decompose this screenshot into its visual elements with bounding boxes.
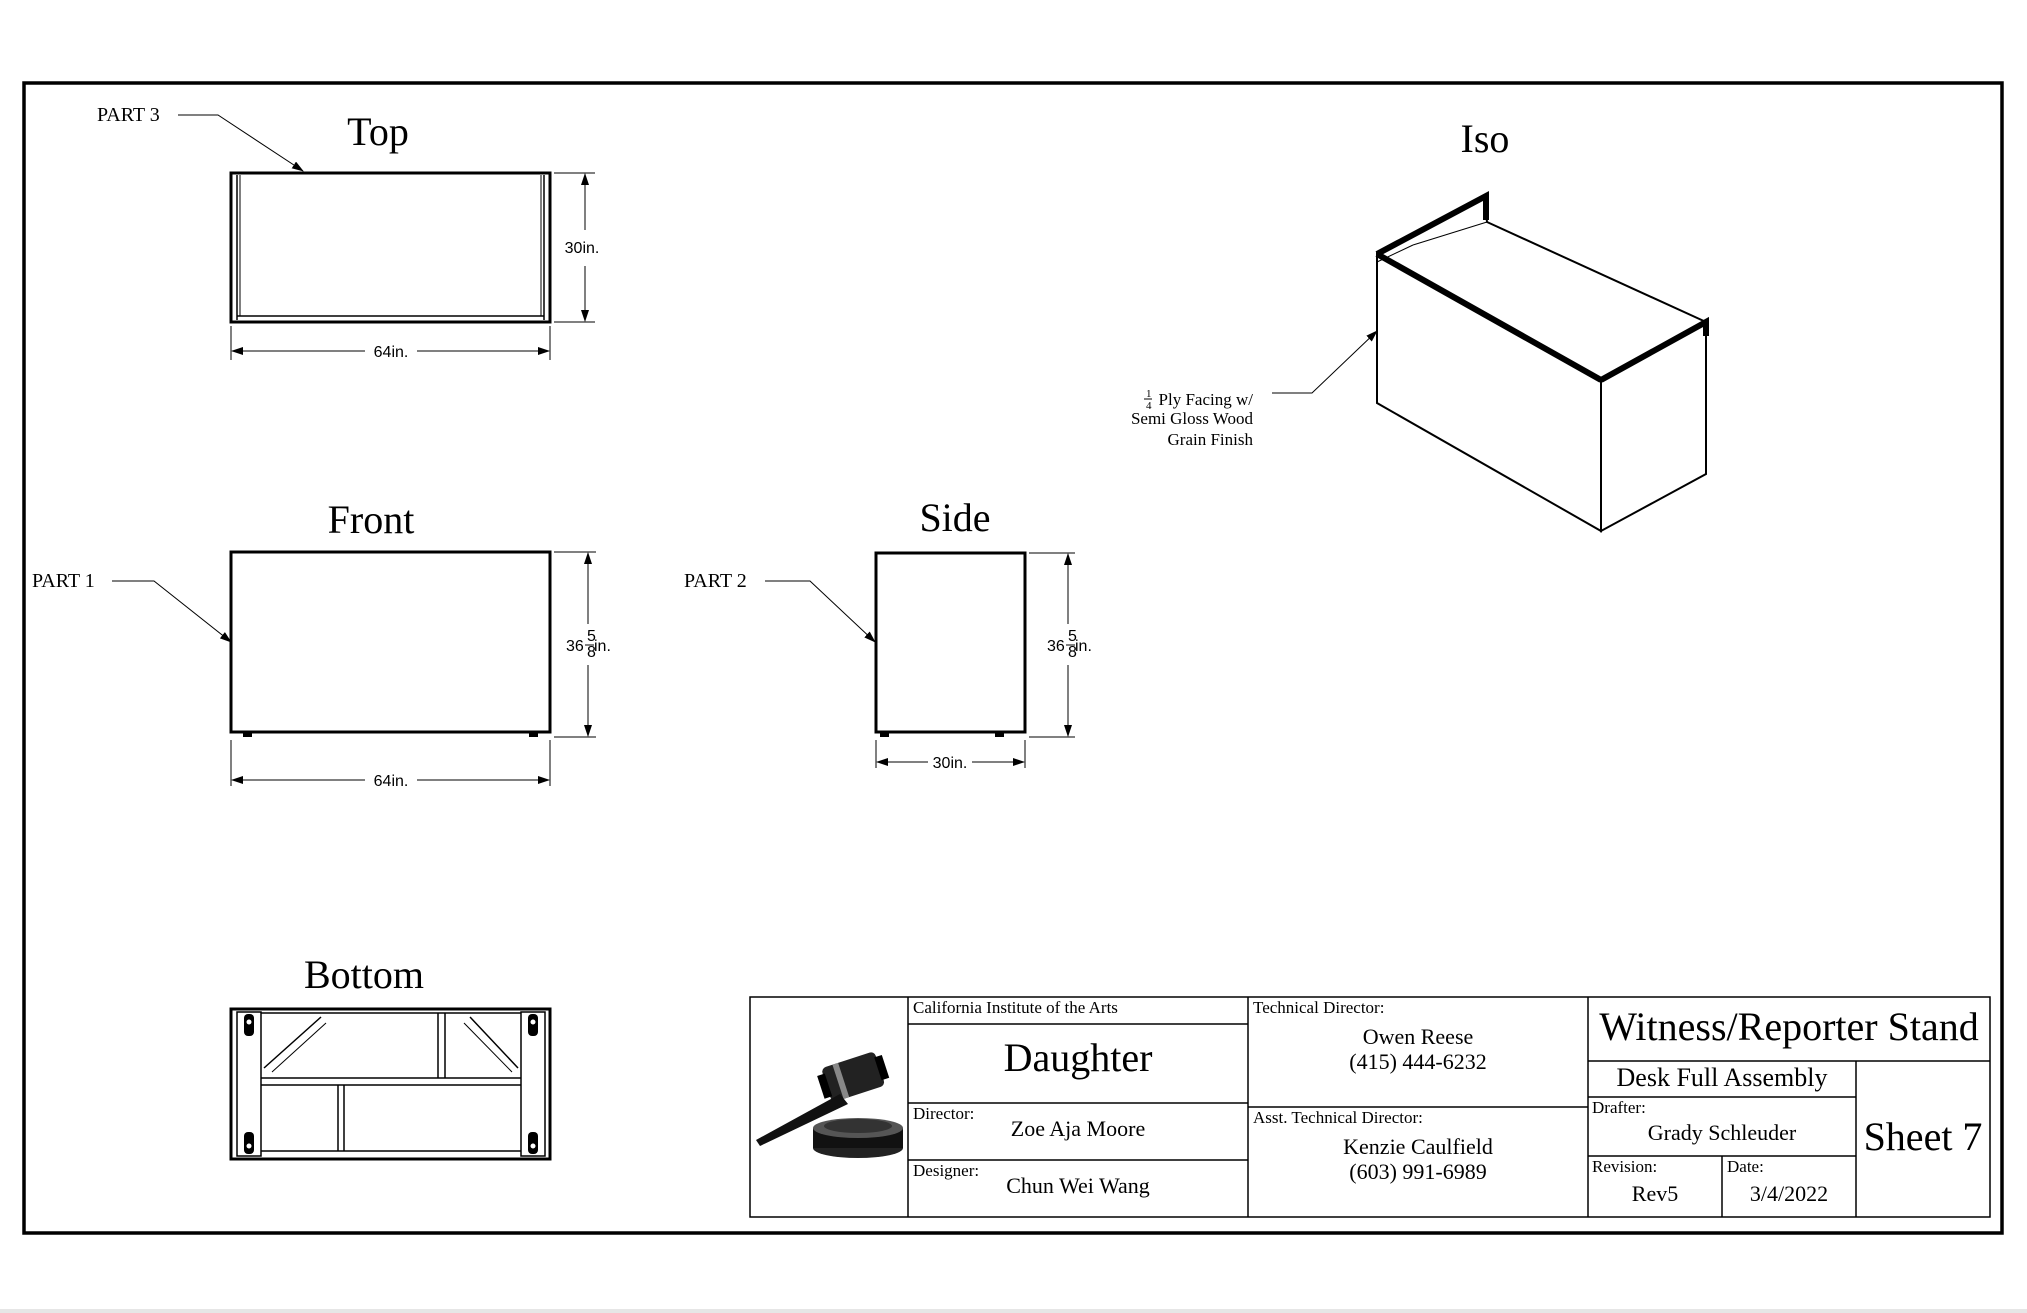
- svg-text:5: 5: [587, 628, 596, 645]
- front-height-dimension: 36 5 8 in.: [566, 628, 611, 661]
- svg-text:4: 4: [1146, 400, 1152, 412]
- school-name: California Institute of the Arts: [913, 998, 1118, 1017]
- svg-text:Semi Gloss Wood: Semi Gloss Wood: [1131, 409, 1254, 428]
- top-width-dimension: 64in.: [374, 344, 409, 361]
- technical-director-label: Technical Director:: [1253, 998, 1385, 1017]
- drawing-subtitle: Desk Full Assembly: [1616, 1063, 1828, 1092]
- bottom-view-label: Bottom: [304, 952, 424, 997]
- svg-text:36: 36: [1047, 638, 1065, 655]
- technical-director-name: Owen Reese: [1362, 1024, 1474, 1049]
- gavel-icon: [756, 1052, 903, 1158]
- svg-text:in.: in.: [1075, 638, 1092, 655]
- part1-callout: PART 1: [32, 570, 95, 592]
- svg-text:36: 36: [566, 638, 584, 655]
- date-value: 3/4/2022: [1749, 1181, 1829, 1206]
- sheet-border: [22, 81, 2004, 1235]
- part2-callout: PART 2: [684, 570, 747, 592]
- side-view-label: Side: [919, 495, 990, 540]
- iso-view: Iso 1 4 Ply Facing w/ Semi Gloss Wood Gr…: [1131, 116, 1709, 533]
- svg-text:in.: in.: [594, 638, 611, 655]
- drafter-label: Drafter:: [1592, 1098, 1646, 1117]
- side-height-dimension: 36 5 8 in.: [1047, 628, 1092, 661]
- top-view: Top 64in. 30in. PART 3: [97, 104, 599, 361]
- svg-text:1: 1: [1146, 388, 1152, 400]
- front-view: Front 64in. 36 5 8 in. PART 1: [32, 497, 611, 790]
- technical-director-phone: (415) 444-6232: [1349, 1049, 1487, 1074]
- svg-text:5: 5: [1068, 628, 1077, 645]
- designer-name: Chun Wei Wang: [1006, 1173, 1150, 1198]
- title-block-frame: [749, 996, 1991, 1218]
- revision-label: Revision:: [1592, 1157, 1658, 1176]
- drafter-name: Grady Schleuder: [1647, 1120, 1797, 1145]
- director-name: Zoe Aja Moore: [1010, 1116, 1146, 1141]
- designer-label: Designer:: [913, 1161, 980, 1180]
- svg-text:Grain Finish: Grain Finish: [1168, 430, 1254, 449]
- front-width-dimension: 64in.: [374, 773, 409, 790]
- director-label: Director:: [913, 1104, 975, 1123]
- svg-text:Ply Facing w/: Ply Facing w/: [1159, 390, 1254, 409]
- iso-view-label: Iso: [1461, 116, 1510, 161]
- production-title: Daughter: [1003, 1035, 1153, 1080]
- revision-value: Rev5: [1631, 1181, 1679, 1206]
- asst-technical-director-phone: (603) 991-6989: [1349, 1159, 1487, 1184]
- drawing-title: Witness/Reporter Stand: [1599, 1004, 1979, 1049]
- date-label: Date:: [1727, 1157, 1764, 1176]
- asst-technical-director-name: Kenzie Caulfield: [1343, 1134, 1493, 1159]
- page-bottom-strip: [0, 1309, 2027, 1313]
- top-depth-dimension: 30in.: [565, 240, 600, 257]
- iso-facing-note: 1 4 Ply Facing w/ Semi Gloss Wood Grain …: [1131, 388, 1254, 449]
- part3-callout: PART 3: [97, 104, 160, 126]
- svg-text:8: 8: [587, 644, 596, 661]
- bottom-view: Bottom: [229, 952, 552, 1161]
- side-view: Side 30in. 36 5 8 in. PART 2: [684, 495, 1092, 772]
- svg-text:8: 8: [1068, 644, 1077, 661]
- top-view-label: Top: [347, 109, 409, 154]
- front-view-label: Front: [328, 497, 415, 542]
- sheet-number: Sheet 7: [1863, 1114, 1983, 1159]
- asst-technical-director-label: Asst. Technical Director:: [1253, 1108, 1423, 1127]
- side-width-dimension: 30in.: [933, 755, 968, 772]
